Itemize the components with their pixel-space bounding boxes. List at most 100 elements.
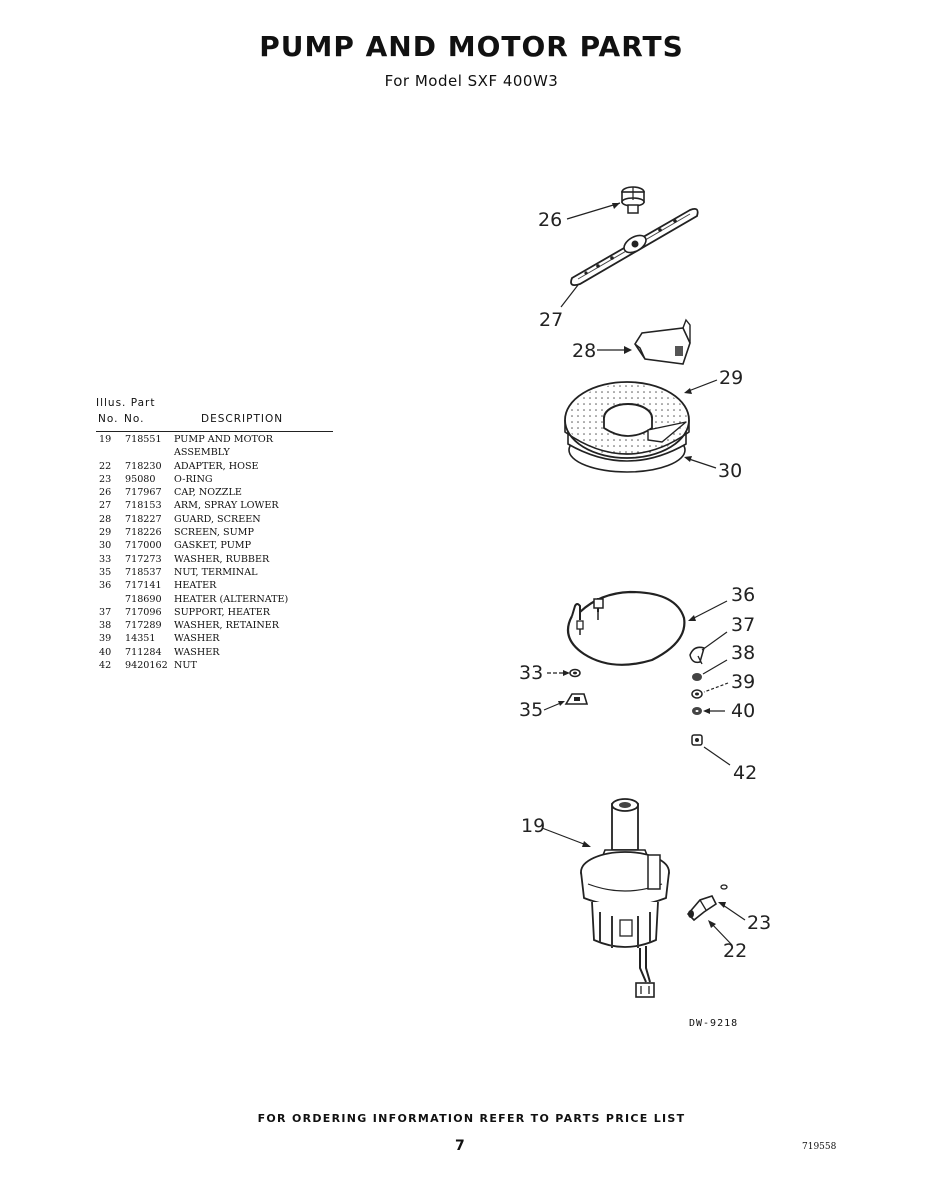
illus-no-cell: 29 — [99, 527, 112, 539]
table-row: 35 718537 NUT, TERMINAL — [96, 566, 288, 579]
illus-no-cell: 38 — [99, 620, 112, 632]
screen-guard-part — [634, 318, 691, 365]
table-row: 36 717141 HEATER — [96, 579, 288, 592]
illus-no-cell: 19 — [99, 434, 112, 445]
illus-no-cell: 35 — [99, 566, 112, 578]
illus-no-cell: 22 — [99, 460, 112, 472]
part-no-cell: 711284 — [125, 646, 162, 658]
table-row: 19 718551 PUMP AND MOTOR — [96, 433, 288, 446]
part-no-cell: 718551 — [125, 434, 162, 445]
table-row: 29 718226 SCREEN, SUMP — [96, 526, 288, 539]
description-cell: SCREEN, SUMP — [174, 527, 254, 539]
figure-id: DW-9218 — [689, 1018, 739, 1029]
page-title: PUMP AND MOTOR PARTS — [259, 30, 684, 63]
table-row: 33 717273 WASHER, RUBBER — [96, 553, 288, 566]
illus-no-cell: 28 — [99, 513, 112, 525]
illus-no-cell: 37 — [99, 606, 112, 618]
part-no-cell: 95080 — [125, 473, 156, 485]
description-cell: ARM, SPRAY LOWER — [174, 500, 279, 512]
part-no-cell: 718537 — [125, 566, 162, 578]
heater-support-part — [689, 646, 705, 665]
heater-part — [566, 590, 686, 666]
nut-part — [691, 734, 703, 746]
illus-no-cell: 27 — [99, 500, 112, 512]
table-row: 37 717096 SUPPORT, HEATER — [96, 606, 288, 619]
description-cell: PUMP AND MOTOR — [174, 434, 273, 445]
part-no-cell: 717273 — [125, 553, 162, 565]
washer-stack-part — [691, 673, 703, 715]
spray-arm-part — [570, 207, 699, 287]
callout-19: 19 — [521, 815, 546, 837]
table-row: 28 718227 GUARD, SCREEN — [96, 513, 288, 526]
description-cell: WASHER, RETAINER — [174, 620, 280, 632]
table-row: ASSEMBLY — [96, 446, 288, 459]
nozzle-cap-part — [621, 186, 645, 214]
description-cell: ASSEMBLY — [174, 447, 230, 459]
callout-27: 27 — [539, 309, 564, 331]
sump-screen-part — [564, 381, 690, 473]
callout-22: 22 — [723, 940, 748, 962]
description-cell: SUPPORT, HEATER — [174, 606, 270, 618]
callout-33: 33 — [519, 662, 544, 684]
callout-40: 40 — [731, 700, 756, 722]
part-no-cell: 718230 — [125, 460, 162, 472]
description-cell: O-RING — [174, 473, 213, 485]
part-no-cell: 717289 — [125, 620, 162, 632]
description-cell: ADAPTER, HOSE — [174, 460, 259, 472]
callout-35: 35 — [519, 699, 544, 721]
callout-36: 36 — [731, 584, 756, 606]
model-subtitle: For Model SXF 400W3 — [384, 72, 559, 90]
table-header-rule — [96, 431, 333, 432]
part-no-cell: 717096 — [125, 606, 162, 618]
illus-no-cell: 40 — [99, 646, 112, 658]
hose-adapter-part — [686, 895, 718, 922]
callout-23: 23 — [747, 912, 772, 934]
callout-39: 39 — [731, 671, 756, 693]
description-cell: WASHER — [174, 646, 220, 658]
parts-table: 19 718551 PUMP AND MOTOR ASSEMBLY 22 718230 AD… — [96, 433, 288, 672]
callout-28: 28 — [572, 340, 597, 362]
description-cell: HEATER (ALTERNATE) — [174, 593, 289, 605]
terminal-nut-part — [564, 693, 589, 705]
callout-42: 42 — [733, 762, 758, 784]
callout-29: 29 — [719, 367, 744, 389]
illus-no-cell: 26 — [99, 487, 112, 499]
illus-no-cell: 42 — [99, 660, 112, 672]
description-cell: NUT, TERMINAL — [174, 566, 258, 578]
illus-no-cell: 30 — [99, 540, 112, 552]
description-cell: WASHER, RUBBER — [174, 553, 270, 565]
table-row: 26 717967 CAP, NOZZLE — [96, 486, 288, 499]
callout-38: 38 — [731, 642, 756, 664]
table-header-description: DESCRIPTION — [201, 413, 284, 425]
illus-no-cell: 36 — [99, 580, 112, 592]
table-row: 42 9420162 NUT — [96, 659, 288, 672]
table-row: 22 718230 ADAPTER, HOSE — [96, 460, 288, 473]
description-cell: WASHER — [174, 633, 220, 645]
table-row: 38 717289 WASHER, RETAINER — [96, 619, 288, 632]
description-cell: GUARD, SCREEN — [174, 513, 261, 525]
part-no-cell: 718226 — [125, 527, 162, 539]
description-cell: CAP, NOZZLE — [174, 487, 242, 499]
o-ring-part — [720, 884, 728, 890]
illus-no-cell: 39 — [99, 633, 112, 645]
table-row: 40 711284 WASHER — [96, 646, 288, 659]
part-no-cell: 717967 — [125, 487, 162, 499]
pump-motor-assembly-part — [580, 798, 670, 998]
description-cell: NUT — [174, 660, 197, 672]
description-cell: GASKET, PUMP — [174, 540, 252, 552]
illus-no-cell: 33 — [99, 553, 112, 565]
rubber-washer-part — [569, 668, 581, 678]
description-cell: HEATER — [174, 580, 217, 592]
part-no-cell: 9420162 — [125, 660, 168, 672]
table-header-illus-part: Illus. Part — [96, 397, 156, 409]
part-no-cell: 717141 — [125, 580, 162, 592]
part-no-cell: 718227 — [125, 513, 162, 525]
table-header-illus-no: No. — [98, 413, 119, 425]
table-header-part-no: No. — [124, 413, 145, 425]
part-no-cell: 14351 — [125, 633, 156, 645]
